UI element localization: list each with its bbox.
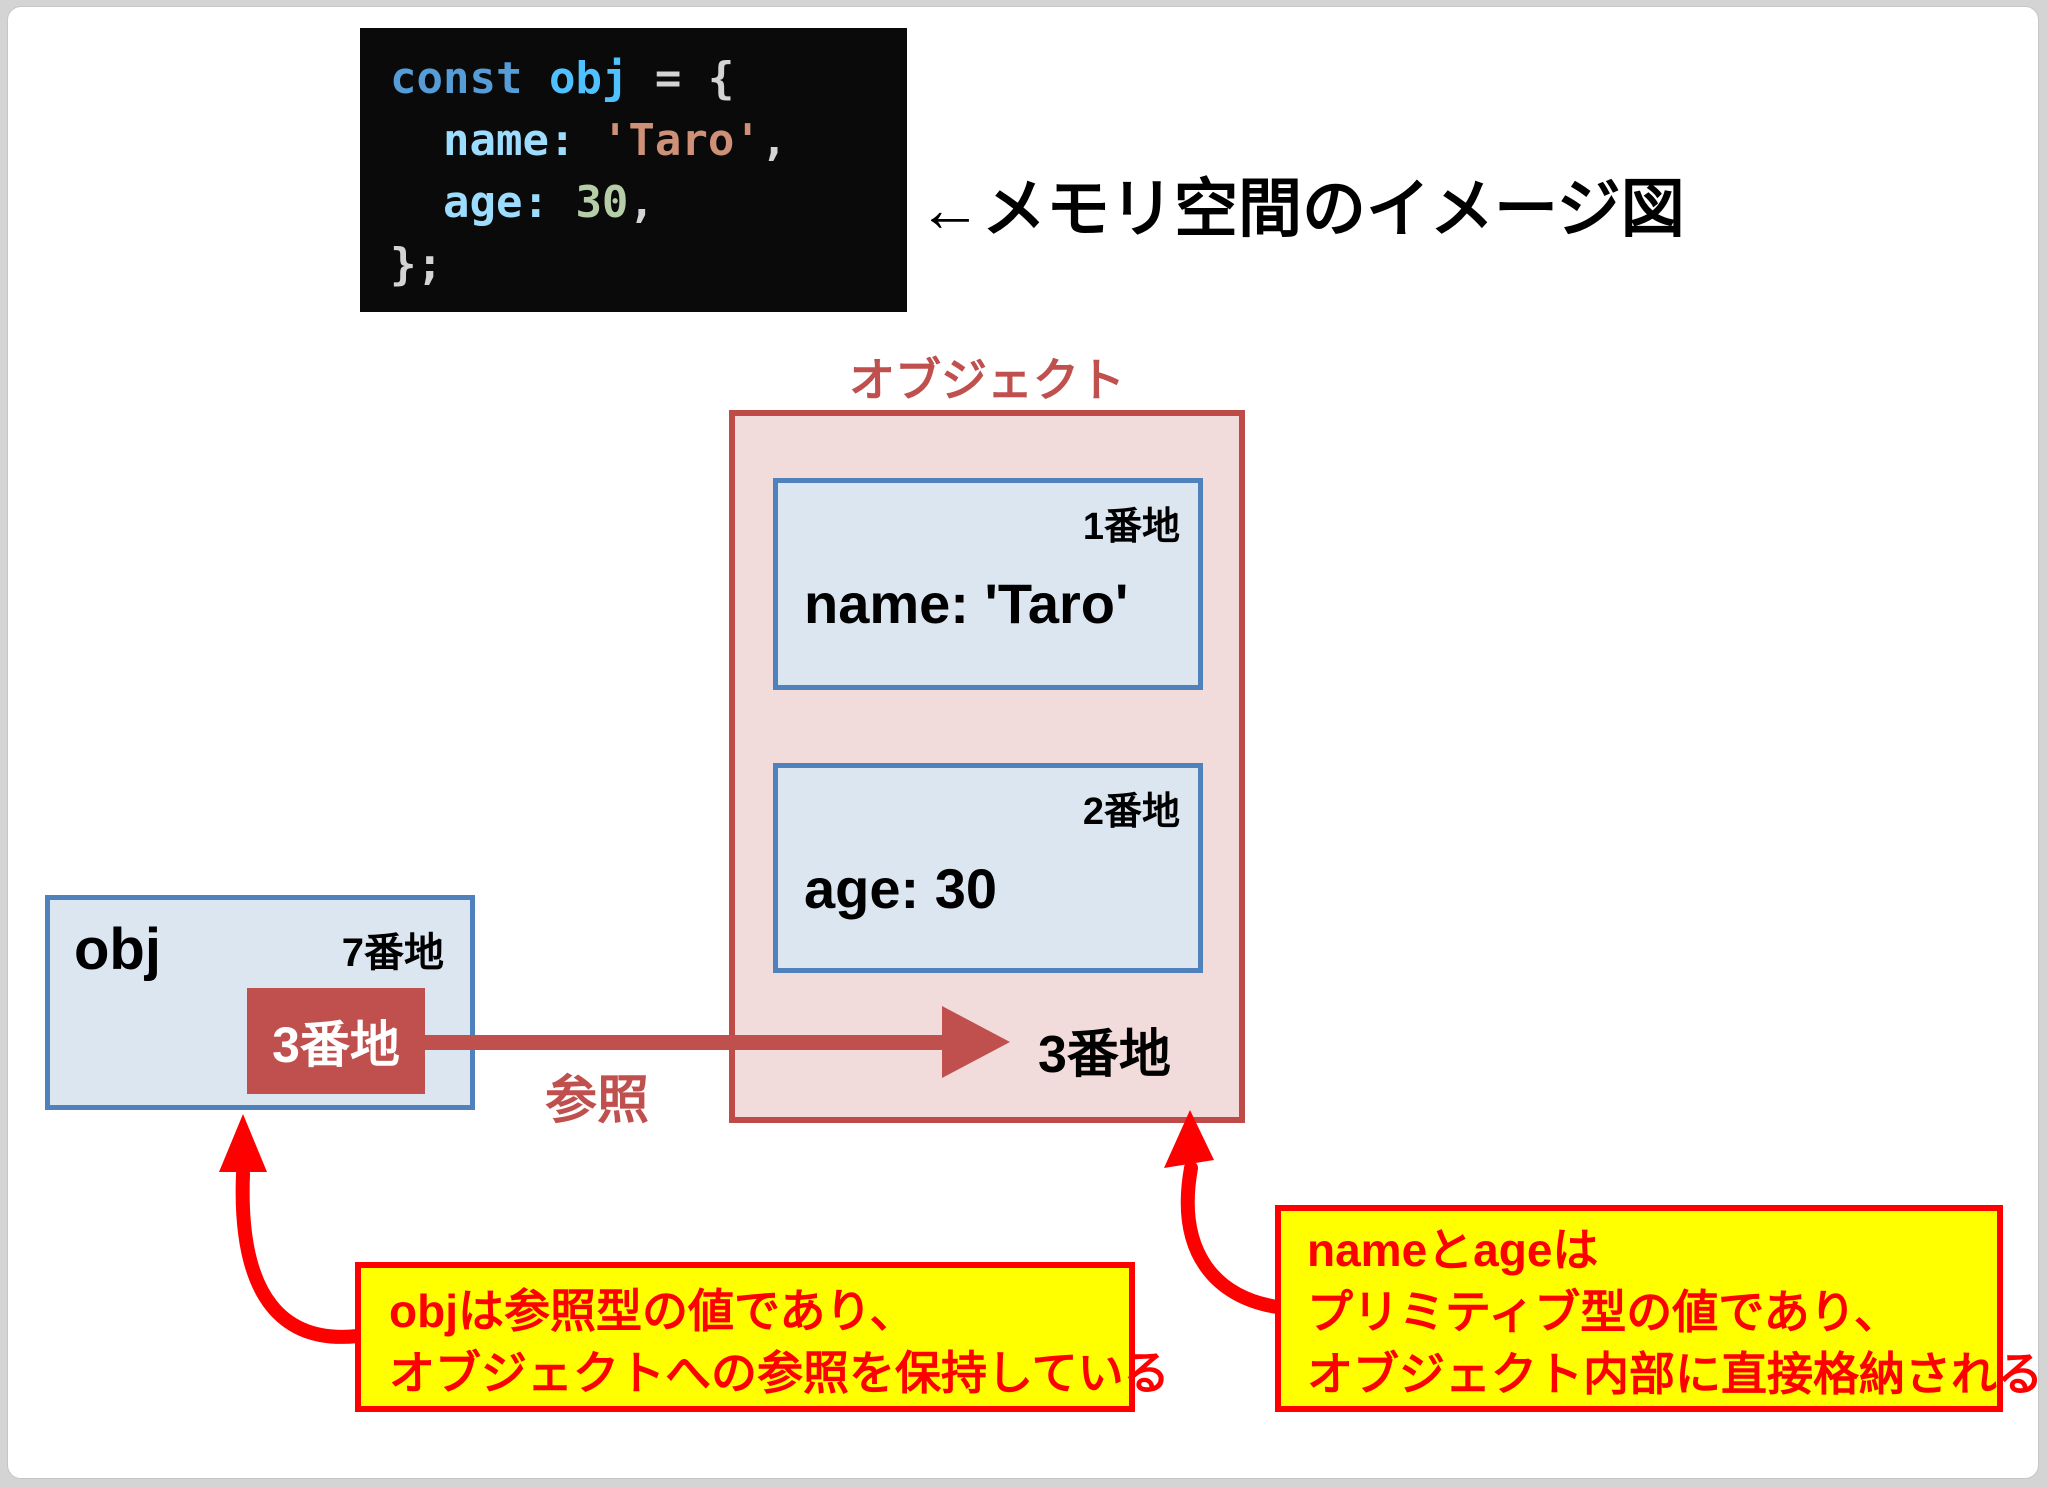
code-number-30: 30 [548, 177, 629, 228]
code-line-2: name: 'Taro', [390, 115, 787, 166]
reference-arrow-shaft [425, 1035, 942, 1050]
object-label: オブジェクト [849, 354, 1125, 406]
memory-cell-name: 1番地 name: 'Taro' [773, 478, 1203, 690]
reference-arrow-head-icon [942, 1006, 1010, 1078]
code-keyword-const: const [390, 53, 549, 104]
object-address-label: 3番地 [1038, 1026, 1171, 1084]
callout-left-line-2: オブジェクトへの参照を保持している [389, 1347, 1170, 1399]
variable-address: 7番地 [341, 931, 444, 975]
code-variable-obj: obj [548, 53, 629, 104]
code-line-3: age: 30, [390, 177, 655, 228]
code-snippet: const obj = { name: 'Taro', age: 30, }; [360, 28, 907, 312]
code-string-taro: 'Taro' [575, 115, 761, 166]
code-line-1: const obj = { [390, 53, 734, 104]
code-comma: , [628, 177, 655, 228]
callout-left-line-1: objは参照型の値であり、 [389, 1285, 916, 1337]
callout-right-line-3: オブジェクト内部に直接格納される [1307, 1348, 2043, 1400]
code-indent [390, 115, 443, 166]
memory-address-2: 2番地 [1082, 791, 1180, 833]
page-title: ←メモリ空間のイメージ図 [918, 173, 1685, 245]
code-indent [390, 177, 443, 228]
memory-value-age: age: 30 [804, 857, 997, 920]
callout-right: nameとageは プリミティブ型の値であり、 オブジェクト内部に直接格納される [1275, 1205, 2043, 1412]
code-operator: = { [628, 53, 735, 104]
code-comma: , [760, 115, 788, 166]
code-line-4: }; [390, 239, 443, 290]
pointer-value-cell: 3番地 [247, 988, 425, 1094]
variable-name: obj [74, 917, 161, 982]
code-property-age: age: [442, 177, 549, 228]
memory-cell-age: 2番地 age: 30 [773, 763, 1203, 973]
code-property-name: name: [442, 115, 576, 166]
callout-right-line-1: nameとageは [1307, 1224, 1599, 1276]
callout-right-line-2: プリミティブ型の値であり、 [1307, 1286, 1900, 1338]
memory-value-name: name: 'Taro' [804, 572, 1129, 635]
memory-address-1: 1番地 [1082, 506, 1180, 548]
code-closing-brace: }; [390, 239, 443, 290]
reference-label: 参照 [545, 1072, 650, 1130]
callout-left: objは参照型の値であり、 オブジェクトへの参照を保持している [355, 1262, 1170, 1412]
